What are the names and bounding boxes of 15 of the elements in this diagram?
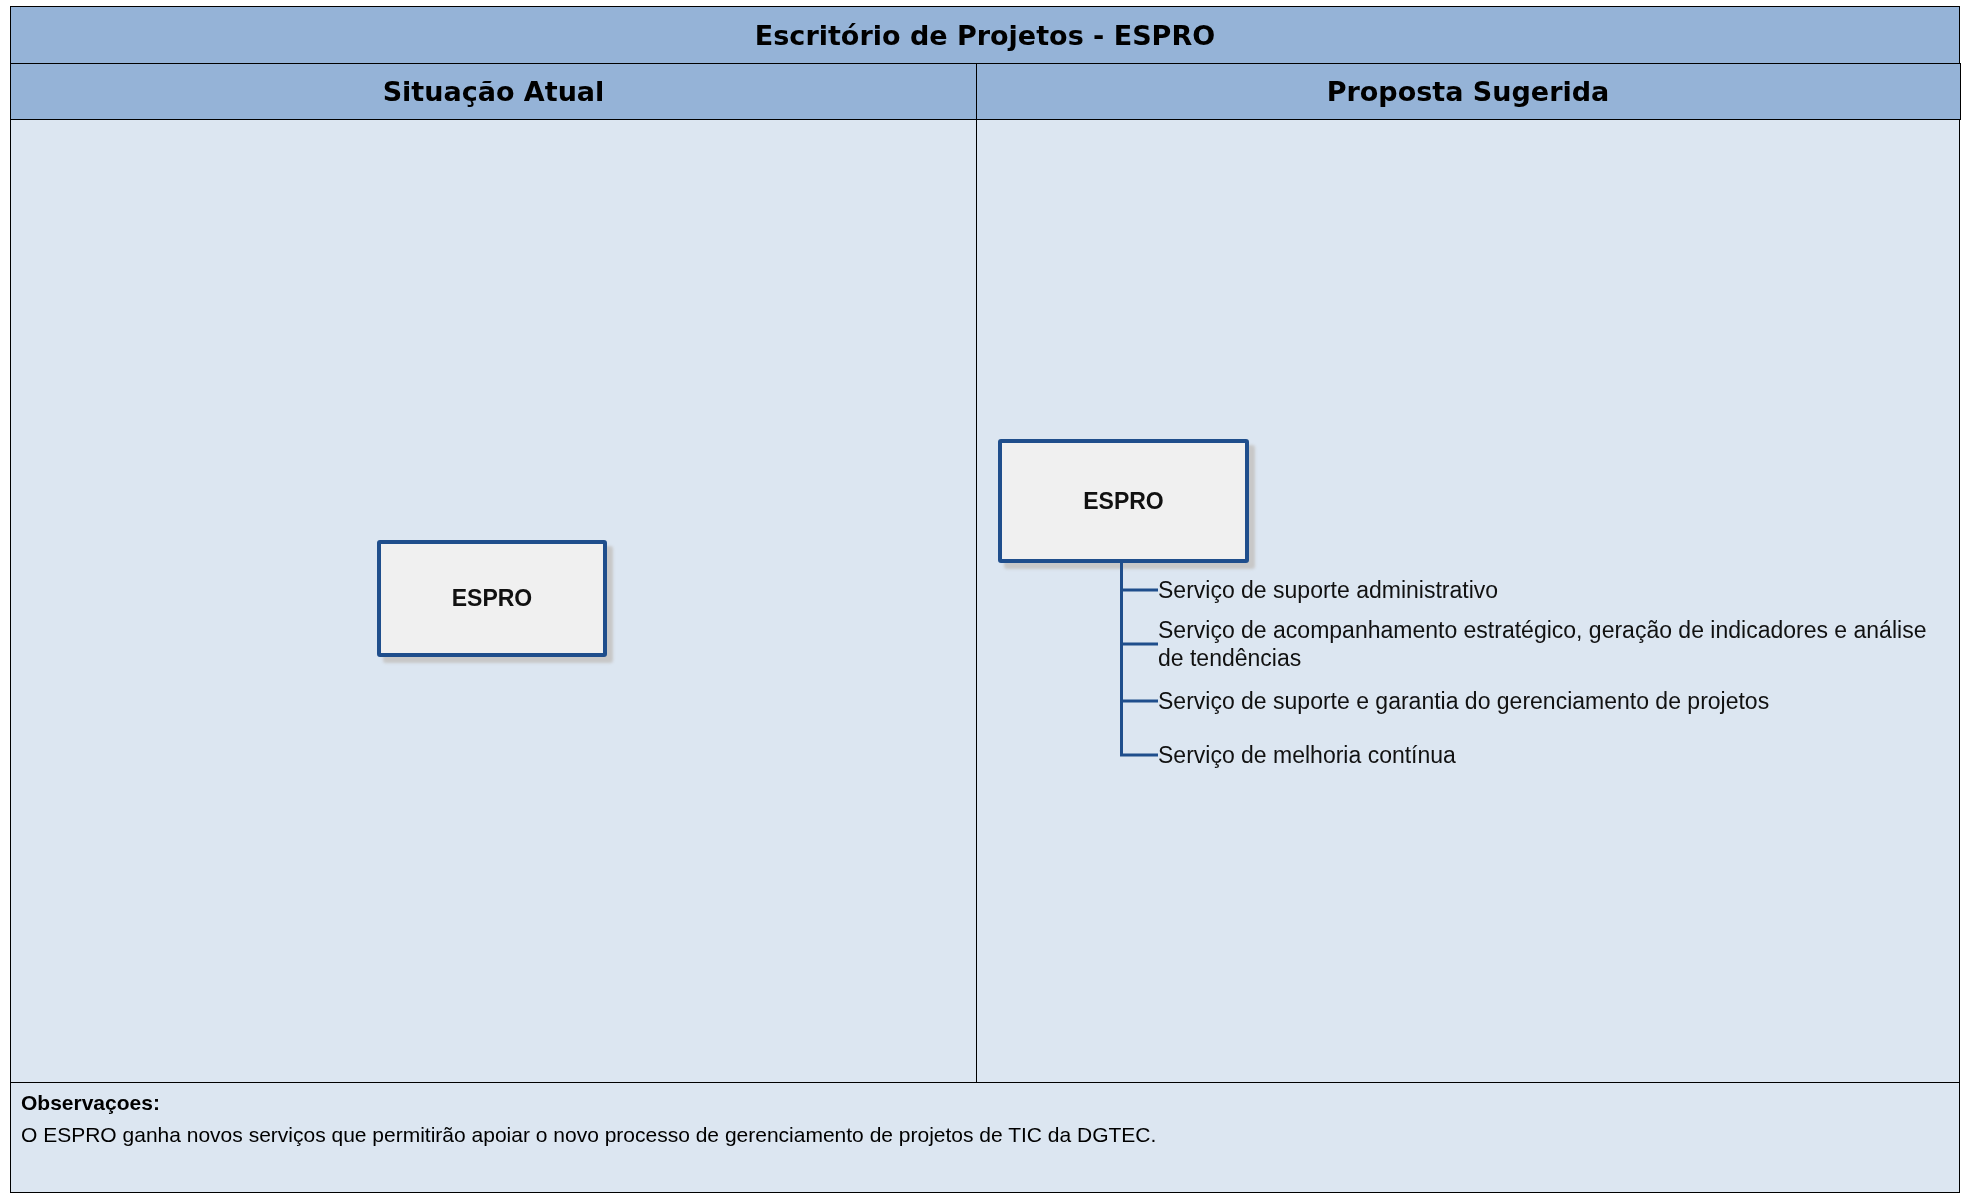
service-label: Serviço de acompanhamento estratégico, geração de indicadores e análise de tendências xyxy=(1158,616,1948,672)
process-box: ESPRO xyxy=(998,439,1249,563)
notes-panel xyxy=(10,1082,1960,1193)
column-panel xyxy=(976,63,1960,1083)
column-header: Situação Atual xyxy=(9,62,978,120)
service-label: Serviço de suporte e garantia do gerenciamento de projetos xyxy=(1158,687,1948,715)
process-box: ESPRO xyxy=(377,540,607,657)
title-bar: Escritório de Projetos - ESPRO xyxy=(10,6,1960,64)
service-label: Serviço de suporte administrativo xyxy=(1158,576,1948,604)
notes-text: O ESPRO ganha novos serviços que permitirão apoiar o novo processo de gerenciamento de projetos de TIC da DGTEC. xyxy=(21,1123,1158,1147)
service-label: Serviço de melhoria contínua xyxy=(1158,741,1948,769)
connector-line xyxy=(1120,563,1158,757)
column-panel xyxy=(10,63,977,1083)
notes-heading: Observaçoes: xyxy=(21,1091,161,1115)
column-header: Proposta Sugerida xyxy=(975,62,1961,120)
